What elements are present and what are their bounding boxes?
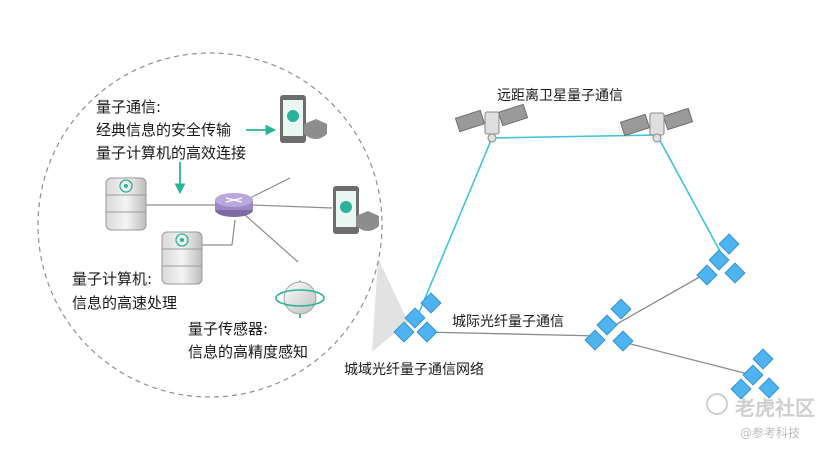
watermark-logo-icon: [706, 393, 728, 415]
computer-desc: 信息的高速处理: [72, 294, 178, 312]
watermark-logo-text: 老虎社区: [735, 396, 815, 420]
network-node-icon: [584, 298, 634, 352]
satellite-icon: [619, 107, 694, 143]
network-node-icon: [393, 292, 442, 343]
quantum-computer-icon: [105, 177, 147, 231]
secure-phone-icon: [333, 186, 379, 234]
communication-line1: 经典信息的安全传输: [96, 121, 232, 139]
metro-label: 城域光纤量子通信网络: [344, 362, 484, 378]
router-icon: [215, 193, 253, 217]
watermark-sub-text: @参考科技: [740, 426, 801, 440]
satellite-icon: [454, 103, 529, 143]
computer-title: 量子计算机:: [72, 270, 153, 288]
network-node-icon: [730, 348, 780, 400]
network-node-icon: [696, 233, 746, 286]
communication-line2: 量子计算机的高效连接: [96, 144, 247, 162]
satellite-label: 远距离卫星量子通信: [497, 88, 623, 104]
quantum-sensor-icon: [275, 281, 325, 315]
communication-title: 量子通信:: [96, 98, 162, 116]
sensor-desc: 信息的高精度感知: [188, 343, 309, 361]
ground-links: [421, 269, 753, 376]
local-links: [145, 177, 333, 263]
quantum-computer-icon: [161, 231, 203, 285]
sensor-title: 量子传感器:: [188, 320, 269, 338]
secure-phone-icon: [280, 95, 327, 143]
fiber-links: [417, 134, 723, 316]
intercity-label: 城际光纤量子通信: [452, 314, 564, 330]
